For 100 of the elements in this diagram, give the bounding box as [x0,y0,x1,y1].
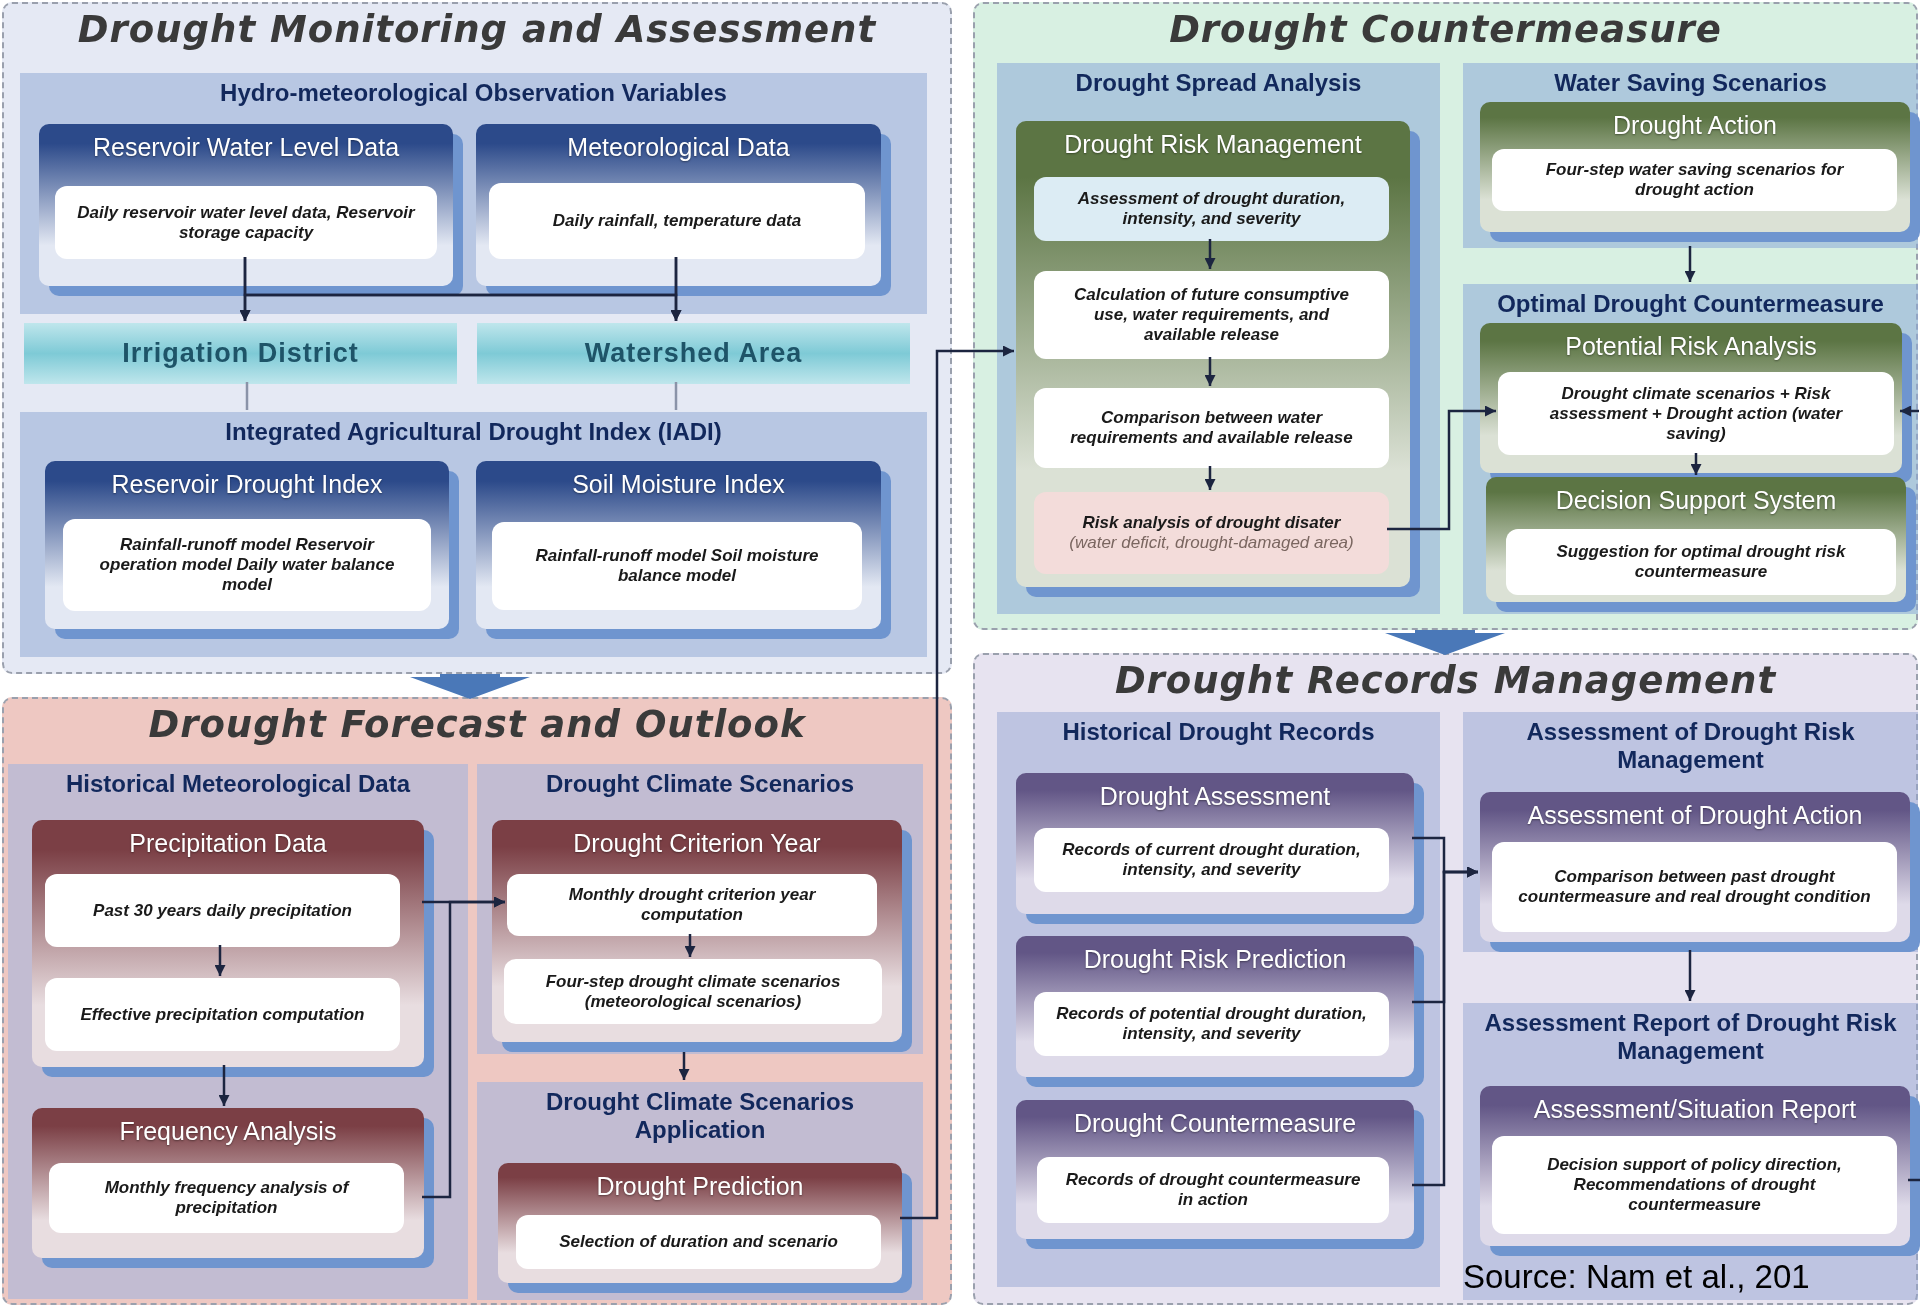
step-box [504,959,882,1024]
step-text: Four-step drought climate scenarios (meteorological scenarios) [544,971,842,1012]
card-title: Frequency Analysis [118,1116,338,1146]
step-box [1034,992,1389,1056]
arrow [1684,246,1696,282]
card [1016,1100,1414,1239]
card-title: Drought Criterion Year [572,828,822,858]
group-heading: Water Saving Scenarios [1553,68,1828,97]
card [476,461,881,629]
arrow [1204,357,1216,386]
step-box [1034,271,1389,359]
step-text: Records of potential drought duration, intensity, and severity [1056,1004,1367,1044]
group-heading: Historical Meteorological Data [64,769,412,798]
arrow [684,934,696,957]
card-title: Meteorological Data [566,132,791,162]
card [476,124,881,286]
step-box [1492,1136,1897,1234]
card [32,1108,424,1258]
group-heading: Assessment Report of Drought Risk Management [1483,1008,1898,1065]
connector-line [1908,1178,1920,1182]
card-title: Assessment/Situation Report [1532,1094,1858,1124]
section-title: Drought Countermeasure [1168,7,1723,51]
card-title: Reservoir Water Level Data [91,132,401,162]
card-title: Decision Support System [1554,485,1838,515]
card-title: Drought Prediction [595,1171,805,1201]
card [1016,121,1410,587]
arrow [422,896,505,1199]
step-text: Selection of duration and scenario [559,1232,838,1252]
section-panel [2,697,952,1305]
group-heading: Drought Climate Scenarios Application [544,1087,856,1144]
card [39,124,453,286]
step-text: Risk analysis of drought disater [1082,513,1341,533]
step-box [1034,388,1389,468]
group-panel [20,73,927,314]
step-text: Assessment of drought duration, intensity, and severity [1076,189,1347,229]
arrow [1204,466,1216,490]
step-text: Suggestion for optimal drought risk countermeasure [1555,542,1847,582]
step-text: Rainfall-runoff model Reservoir operation model Daily water balance model [98,535,396,595]
card-title: Drought Risk Prediction [1082,944,1348,974]
card [1486,477,1906,602]
card [1480,1086,1910,1246]
card [32,820,424,1067]
step-box [1492,842,1897,932]
arrow [1387,405,1496,531]
group-panel [1463,1003,1918,1300]
card [498,1163,902,1283]
step-box [49,1163,404,1233]
band-label: Watershed Area [584,338,803,369]
card-title: Potential Risk Analysis [1564,331,1818,361]
card-title: Reservoir Drought Index [110,469,384,499]
step-box [55,186,437,259]
card [1016,773,1414,914]
section-title: Drought Records Management [1113,658,1778,702]
step-box [1506,529,1896,595]
step-box [489,183,865,259]
step-text: Daily rainfall, temperature data [552,211,802,231]
step-box [1492,149,1897,211]
group-panel [20,412,927,657]
step-text: Calculation of future consumptive use, water requirements, and available release [1073,285,1350,345]
arrow [900,345,1014,1220]
band [24,323,457,384]
step-box [507,874,877,936]
step-note: (water deficit, drought-damaged area) [1069,533,1354,553]
group-panel [1463,63,1918,248]
arrow [214,945,226,976]
step-box [516,1215,881,1269]
card-title: Drought Risk Management [1063,129,1363,159]
section-title: Drought Forecast and Outlook [147,702,807,746]
arrow [1412,866,1478,1187]
connector-line [674,382,678,410]
card-title: Precipitation Data [128,828,328,858]
block-arrow [1385,630,1505,655]
step-text: Effective precipitation computation [80,1004,365,1025]
step-text: Rainfall-runoff model Soil moisture balance model [534,546,820,586]
card-title: Drought Assessment [1098,781,1332,811]
group-heading: Hydro-meteorological Observation Variables [219,78,728,107]
arrow [1900,405,1919,417]
group-heading: Drought Spread Analysis [1074,68,1363,97]
group-panel [1463,284,1918,614]
step-text: Decision support of policy direction, Recommendations of drought countermeasure [1546,1155,1843,1215]
group-heading: Integrated Agricultural Drought Index (IADI) [224,417,723,446]
card-title: Soil Moisture Index [571,469,786,499]
step-text: Monthly drought criterion year computation [567,885,817,925]
card [1480,102,1910,232]
step-box [1034,177,1389,241]
arrow [678,1052,690,1080]
step-box [1034,492,1389,574]
arrow [1690,453,1702,475]
step-text: Drought climate scenarios + Risk assessment + Drought action (water saving) [1548,383,1844,444]
step-box [492,522,862,610]
group-panel [997,63,1440,614]
arrow [670,257,682,321]
card [492,820,902,1042]
band-label: Irrigation District [122,338,359,369]
step-text: Records of drought countermeasure in action [1064,1170,1362,1210]
group-heading: Optimal Drought Countermeasure [1496,289,1885,318]
group-heading: Historical Drought Records [1061,717,1376,746]
step-text: Comparison between past drought countermeasure and real drought condition [1517,867,1872,907]
block-arrow [410,674,530,699]
section-title: Drought Monitoring and Assessment [76,7,878,51]
